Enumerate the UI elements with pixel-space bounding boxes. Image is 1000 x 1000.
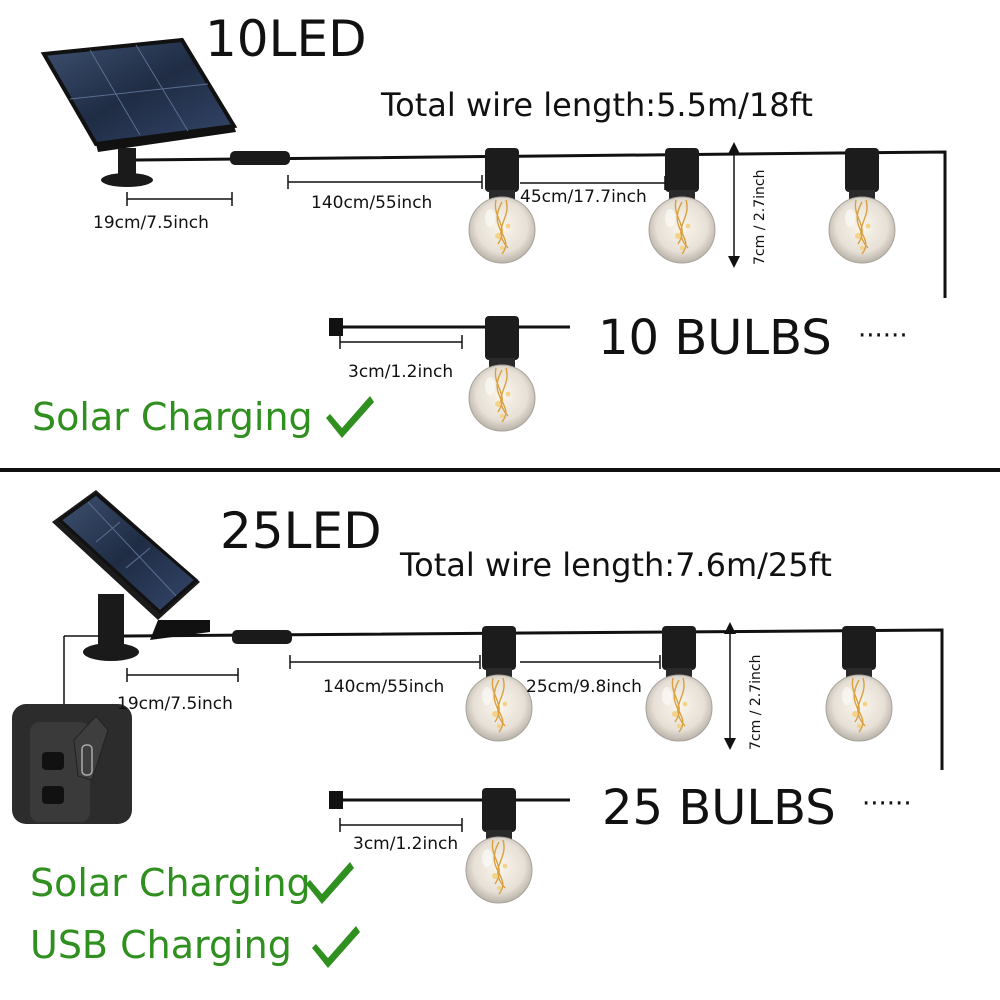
bulb-icon: [828, 147, 896, 264]
solar-panel-icon: [40, 37, 238, 187]
section-10led: 10LED Total wire length:5.5m/18ft 19cm/7…: [32, 10, 947, 439]
total-wire-length: Total wire length:7.6m/25ft: [399, 546, 832, 584]
bulb-count: 10 BULBS: [598, 310, 832, 366]
check-icon: [326, 396, 374, 438]
dim-end-length: 3cm/1.2inch: [353, 834, 458, 854]
total-wire-length: Total wire length:5.5m/18ft: [380, 86, 813, 124]
bulb-icon: [645, 625, 713, 742]
title-10led: 10LED: [205, 10, 367, 68]
bulb-icon: [825, 625, 893, 742]
bulb-icon: [648, 147, 716, 264]
title-25led: 25LED: [220, 502, 382, 560]
dim-panel-length: 19cm/7.5inch: [117, 694, 233, 714]
dim-panel-length: 19cm/7.5inch: [93, 213, 209, 233]
continuation-dots: ······: [858, 321, 908, 351]
dim-drop-length: 7cm / 2.7inch: [752, 170, 768, 265]
dim-end-length: 3cm/1.2inch: [348, 362, 453, 382]
dim-drop-length: 7cm / 2.7inch: [748, 655, 764, 750]
dim-lead-length: 140cm/55inch: [323, 677, 444, 697]
usb-port-icon: [12, 635, 132, 824]
solar-panel-icon: [52, 490, 210, 661]
feature-solar-charging: Solar Charging: [30, 861, 311, 905]
check-icon: [306, 862, 354, 904]
bulb-count: 25 BULBS: [602, 780, 836, 836]
bulb-icon: [465, 787, 533, 904]
continuation-dots: ······: [862, 789, 912, 819]
feature-solar-charging: Solar Charging: [32, 395, 313, 439]
dim-bulb-spacing: 45cm/17.7inch: [520, 187, 647, 207]
bulb-icon: [465, 625, 533, 742]
dim-bulb-spacing: 25cm/9.8inch: [526, 677, 642, 697]
dim-lead-length: 140cm/55inch: [311, 193, 432, 213]
check-icon: [312, 926, 360, 968]
section-25led: 25LED Total wire length:7.6m/25ft 19cm/7…: [12, 490, 944, 968]
feature-usb-charging: USB Charging: [30, 923, 292, 967]
bulb-icon: [468, 315, 536, 432]
